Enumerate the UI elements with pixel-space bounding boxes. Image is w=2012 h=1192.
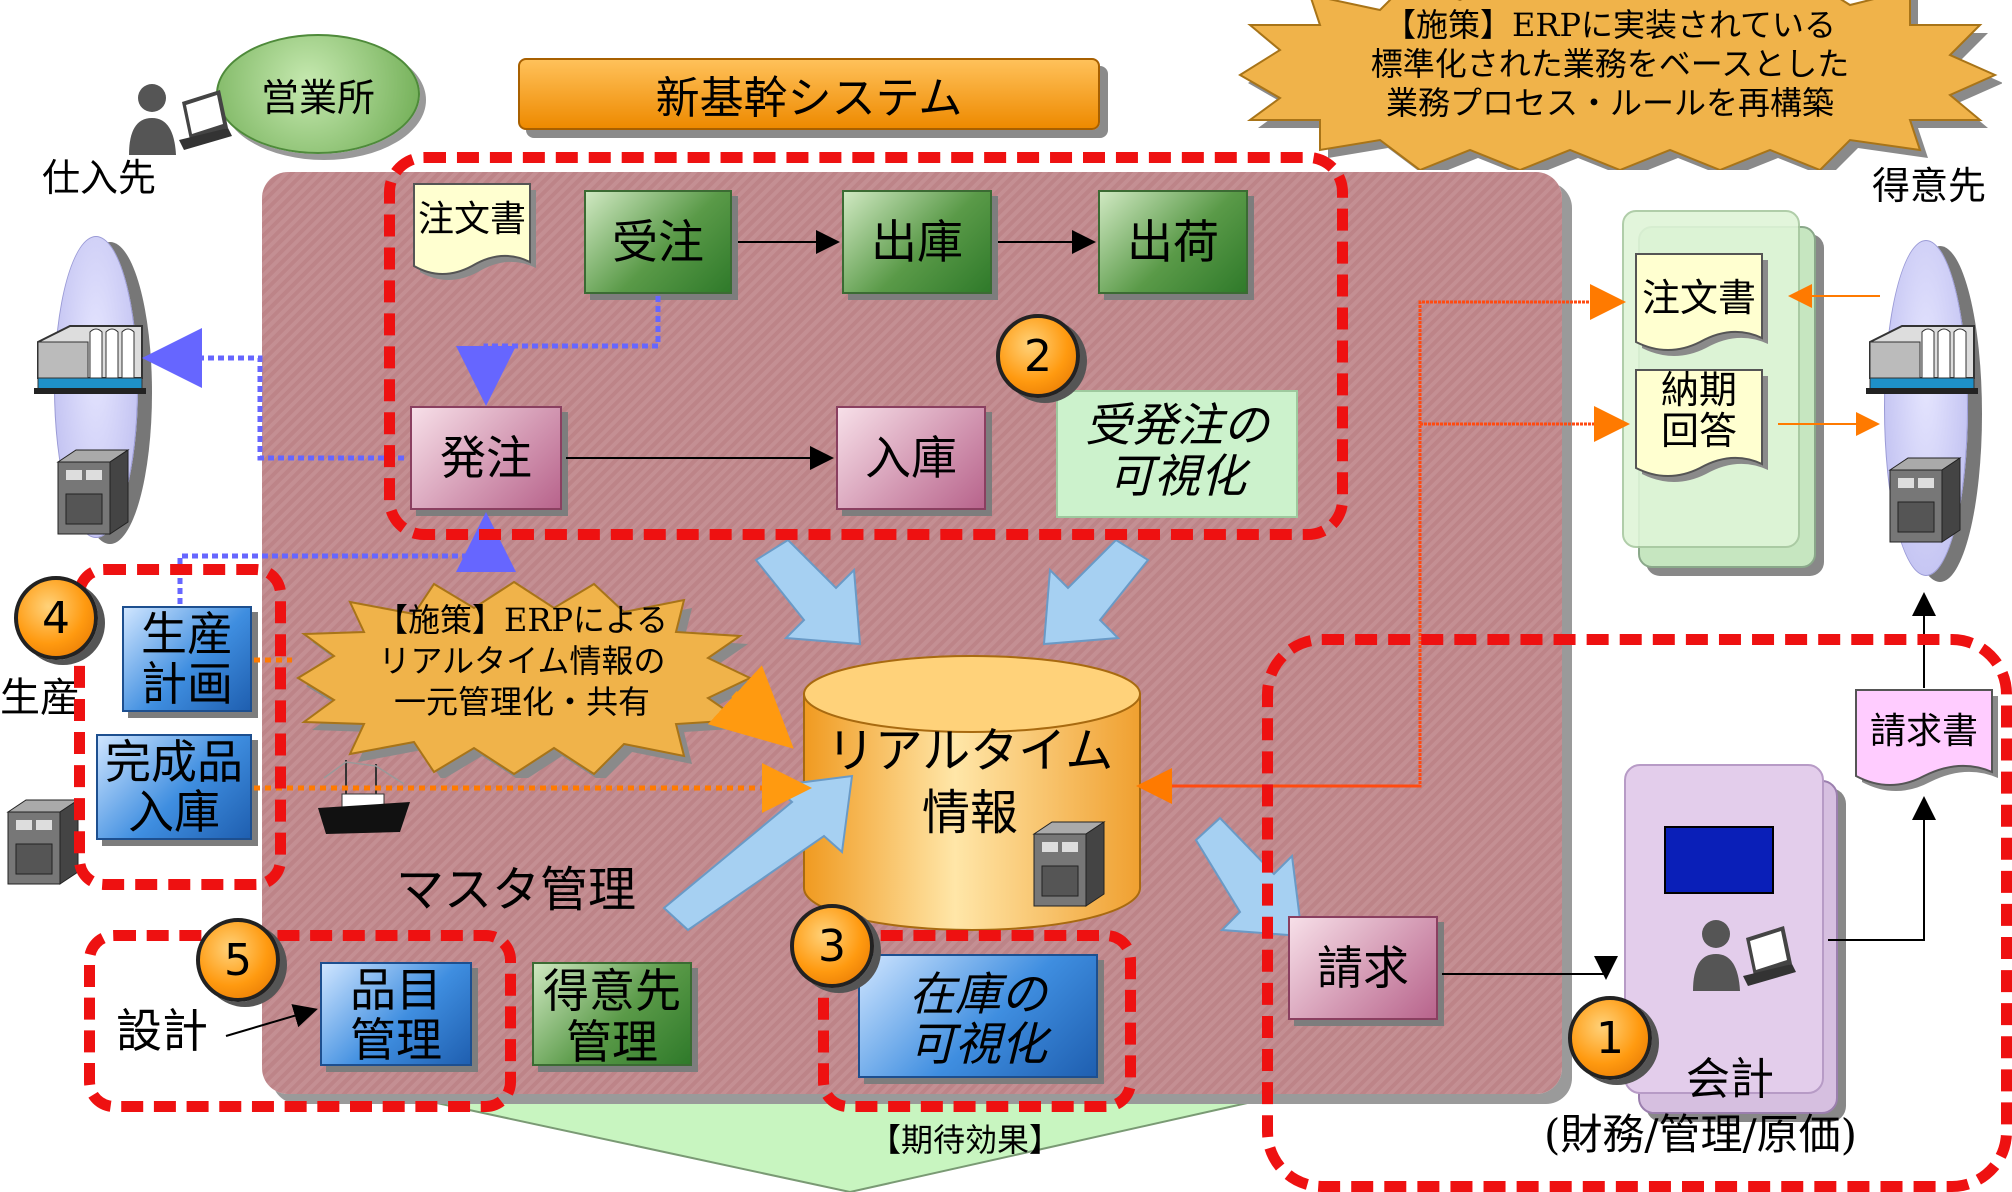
blue-block-arrows <box>662 540 1304 938</box>
finished-goods-box: 完成品 入庫 <box>96 734 252 840</box>
finished-goods-line1: 完成品 <box>105 735 243 789</box>
shipment-label: 出荷 <box>1127 214 1219 269</box>
badge-4-number: 4 <box>42 592 70 644</box>
mid-callout-text: 【施策】ERPによる リアルタイム情報の 一元管理化・共有 <box>332 600 712 723</box>
finished-goods-line2: 入庫 <box>128 784 220 839</box>
receiving-label: 入庫 <box>865 430 957 485</box>
badge-3-number: 3 <box>818 920 846 972</box>
highlight-region-4 <box>74 564 286 890</box>
inventory-visibility-line1: 在庫の <box>909 967 1047 1021</box>
inventory-visibility-line2: 可視化 <box>909 1016 1047 1071</box>
purchase-order-box: 発注 <box>410 406 562 510</box>
accounting-screen-icon <box>1664 826 1774 894</box>
delivery-answer-label: 納期 回答 <box>1636 368 1762 454</box>
badge-2: 2 <box>996 314 1080 398</box>
production-server-icon <box>6 799 80 885</box>
top-callout-burst <box>1238 0 2002 170</box>
customer-order-doc-shape <box>1635 253 1768 356</box>
production-plan-line2: 計画 <box>141 656 233 711</box>
mid-callout-line1: 【施策】ERPによる <box>375 601 669 639</box>
shipping-out-box: 出庫 <box>842 190 992 294</box>
item-mgmt-line1: 品目 <box>350 963 442 1017</box>
receiving-box: 入庫 <box>836 406 986 510</box>
item-mgmt-line2: 管理 <box>350 1012 442 1067</box>
badge-1-number: 1 <box>1596 1012 1624 1064</box>
customer-mgmt-line2: 管理 <box>566 1014 658 1069</box>
highlight-region-5 <box>84 930 516 1112</box>
highlight-region-1 <box>1262 634 2012 1192</box>
billing-box: 請求 <box>1288 916 1438 1020</box>
order-visibility-line1: 受発注の <box>1085 398 1269 452</box>
person-laptop-icon <box>129 84 232 155</box>
accounting-label: 会計 <box>1686 1054 1774 1105</box>
delivery-answer-line2: 回答 <box>1660 409 1737 454</box>
delivery-answer-line1: 納期 <box>1660 368 1737 412</box>
customer-building-icon <box>1866 325 1978 394</box>
realtime-server-icon <box>1032 821 1106 907</box>
mid-callout-line2: リアルタイム情報の <box>378 641 666 680</box>
receive-order-label: 受注 <box>612 214 704 269</box>
order-doc-shape <box>413 183 536 280</box>
supplier-label: 仕入先 <box>42 156 157 200</box>
top-callout-text: 【施策】ERPに実装されている 標準化された業務をベースとした 業務プロセス・ル… <box>1330 6 1890 123</box>
item-mgmt-box: 品目 管理 <box>320 962 472 1066</box>
mid-callout-line3: 一元管理化・共有 <box>393 682 650 721</box>
invoice-doc-label: 請求書 <box>1869 711 1978 752</box>
order-doc-label: 注文書 <box>417 199 526 240</box>
badge-2-number: 2 <box>1024 330 1052 382</box>
design-label: 設計 <box>116 1004 208 1058</box>
highlight-region-3 <box>818 930 1136 1112</box>
badge-3: 3 <box>790 904 874 988</box>
highlight-region-2 <box>384 152 1348 540</box>
customer-label: 得意先 <box>1872 164 1987 208</box>
customer-mgmt-line1: 得意先 <box>543 964 681 1018</box>
sales-office-label: 営業所 <box>260 75 375 120</box>
customer-order-doc-label: 注文書 <box>1641 275 1756 320</box>
customer-server-icon <box>1888 457 1962 543</box>
production-plan-line1: 生産 <box>141 607 233 661</box>
badge-4: 4 <box>14 576 98 660</box>
receive-order-box: 受注 <box>584 190 732 294</box>
top-callout-line3: 業務プロセス・ルールを再構築 <box>1385 84 1834 123</box>
master-management-label: マスタ管理 <box>396 862 637 918</box>
inventory-visibility-box: 在庫の 可視化 <box>858 954 1098 1078</box>
delivery-answer-doc-shape <box>1635 369 1768 482</box>
mid-callout-burst <box>296 580 758 778</box>
sales-office-ellipse: 営業所 <box>216 34 420 154</box>
top-callout-line2: 標準化された業務をベースとした <box>1370 45 1850 84</box>
supplier-server-icon <box>56 449 130 535</box>
shipping-out-label: 出庫 <box>871 214 963 269</box>
production-label: 生産 <box>0 675 80 721</box>
ship-icon <box>318 760 410 834</box>
customer-mgmt-box: 得意先 管理 <box>532 962 692 1069</box>
expected-effect-label: 【期待効果】 <box>868 1121 1061 1160</box>
accountant-laptop-icon <box>1693 920 1796 991</box>
order-visibility-box: 受発注の 可視化 <box>1056 390 1298 518</box>
order-visibility-line2: 可視化 <box>1108 448 1246 503</box>
supplier-building-icon <box>34 325 146 394</box>
realtime-info-text: リアルタイム 情報 <box>820 720 1120 845</box>
invoice-doc-shape <box>1855 689 1998 791</box>
billing-label: 請求 <box>1317 940 1409 995</box>
badge-1: 1 <box>1568 996 1652 1080</box>
system-title-banner: 新基幹システム <box>518 58 1100 130</box>
shipment-box: 出荷 <box>1098 190 1248 294</box>
system-title-text: 新基幹システム <box>655 73 963 124</box>
badge-5: 5 <box>196 918 280 1002</box>
realtime-info-line1: リアルタイム <box>826 723 1114 779</box>
realtime-info-line2: 情報 <box>921 785 1018 842</box>
top-callout-line1: 【施策】ERPに実装されている <box>1383 6 1837 44</box>
badge-5-number: 5 <box>224 934 252 986</box>
production-plan-box: 生産 計画 <box>122 606 252 712</box>
purchase-order-label: 発注 <box>440 430 532 485</box>
accounting-sub-label: (財務/管理/原価) <box>1544 1110 1858 1159</box>
